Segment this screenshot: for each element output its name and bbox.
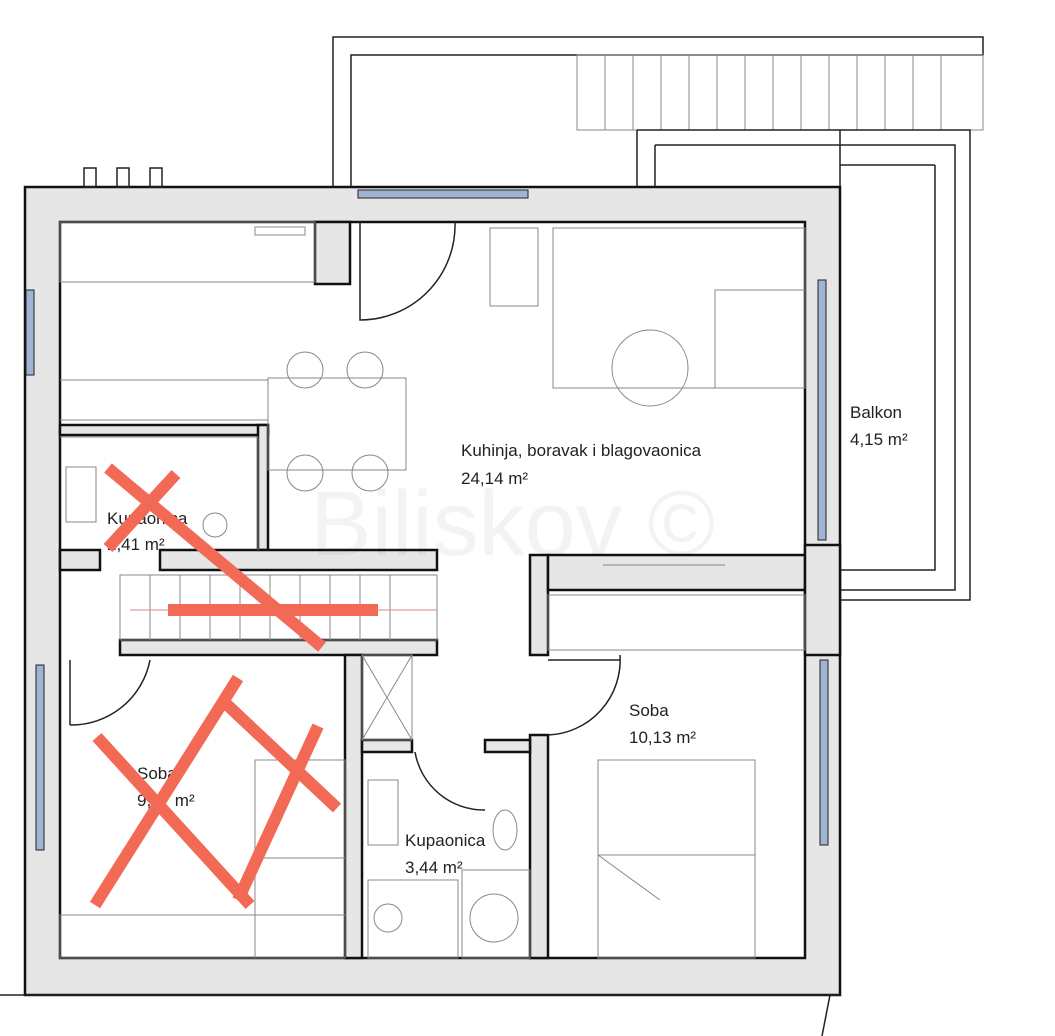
strike-line — [89, 674, 244, 909]
chimney-3 — [149, 167, 163, 188]
strike-marks — [89, 463, 378, 910]
window-left-1 — [25, 289, 35, 376]
window-top — [357, 189, 529, 199]
strike-line — [232, 723, 324, 903]
room-name-bedroom-1: Soba — [629, 701, 669, 720]
chimney-2 — [116, 167, 130, 188]
window-right-1 — [817, 279, 827, 541]
room-name-bedroom-2: Soba — [137, 764, 177, 783]
strike-line — [217, 695, 342, 813]
room-name-bath-2: Kupaonica — [405, 831, 486, 850]
room-name-balcony: Balkon — [850, 403, 902, 422]
room-area-balcony: 4,15 m² — [850, 430, 908, 449]
window-left-2 — [35, 664, 45, 851]
chimney-1 — [83, 167, 97, 188]
room-area-bath-2: 3,44 m² — [405, 858, 463, 877]
strike-line — [92, 732, 255, 910]
watermark: Biliskov © — [310, 473, 715, 575]
strike-line — [104, 463, 326, 652]
room-area-bedroom-1: 10,13 m² — [629, 728, 696, 747]
terrace — [332, 36, 984, 601]
room-area-living: 24,14 m² — [461, 469, 528, 488]
window-right-2 — [819, 659, 829, 846]
room-name-living: Kuhinja, boravak i blagovaonica — [461, 441, 702, 460]
furniture — [59, 221, 806, 959]
strike-line — [103, 469, 181, 553]
terrace-slats — [604, 55, 942, 130]
outer-walls — [0, 167, 842, 1036]
